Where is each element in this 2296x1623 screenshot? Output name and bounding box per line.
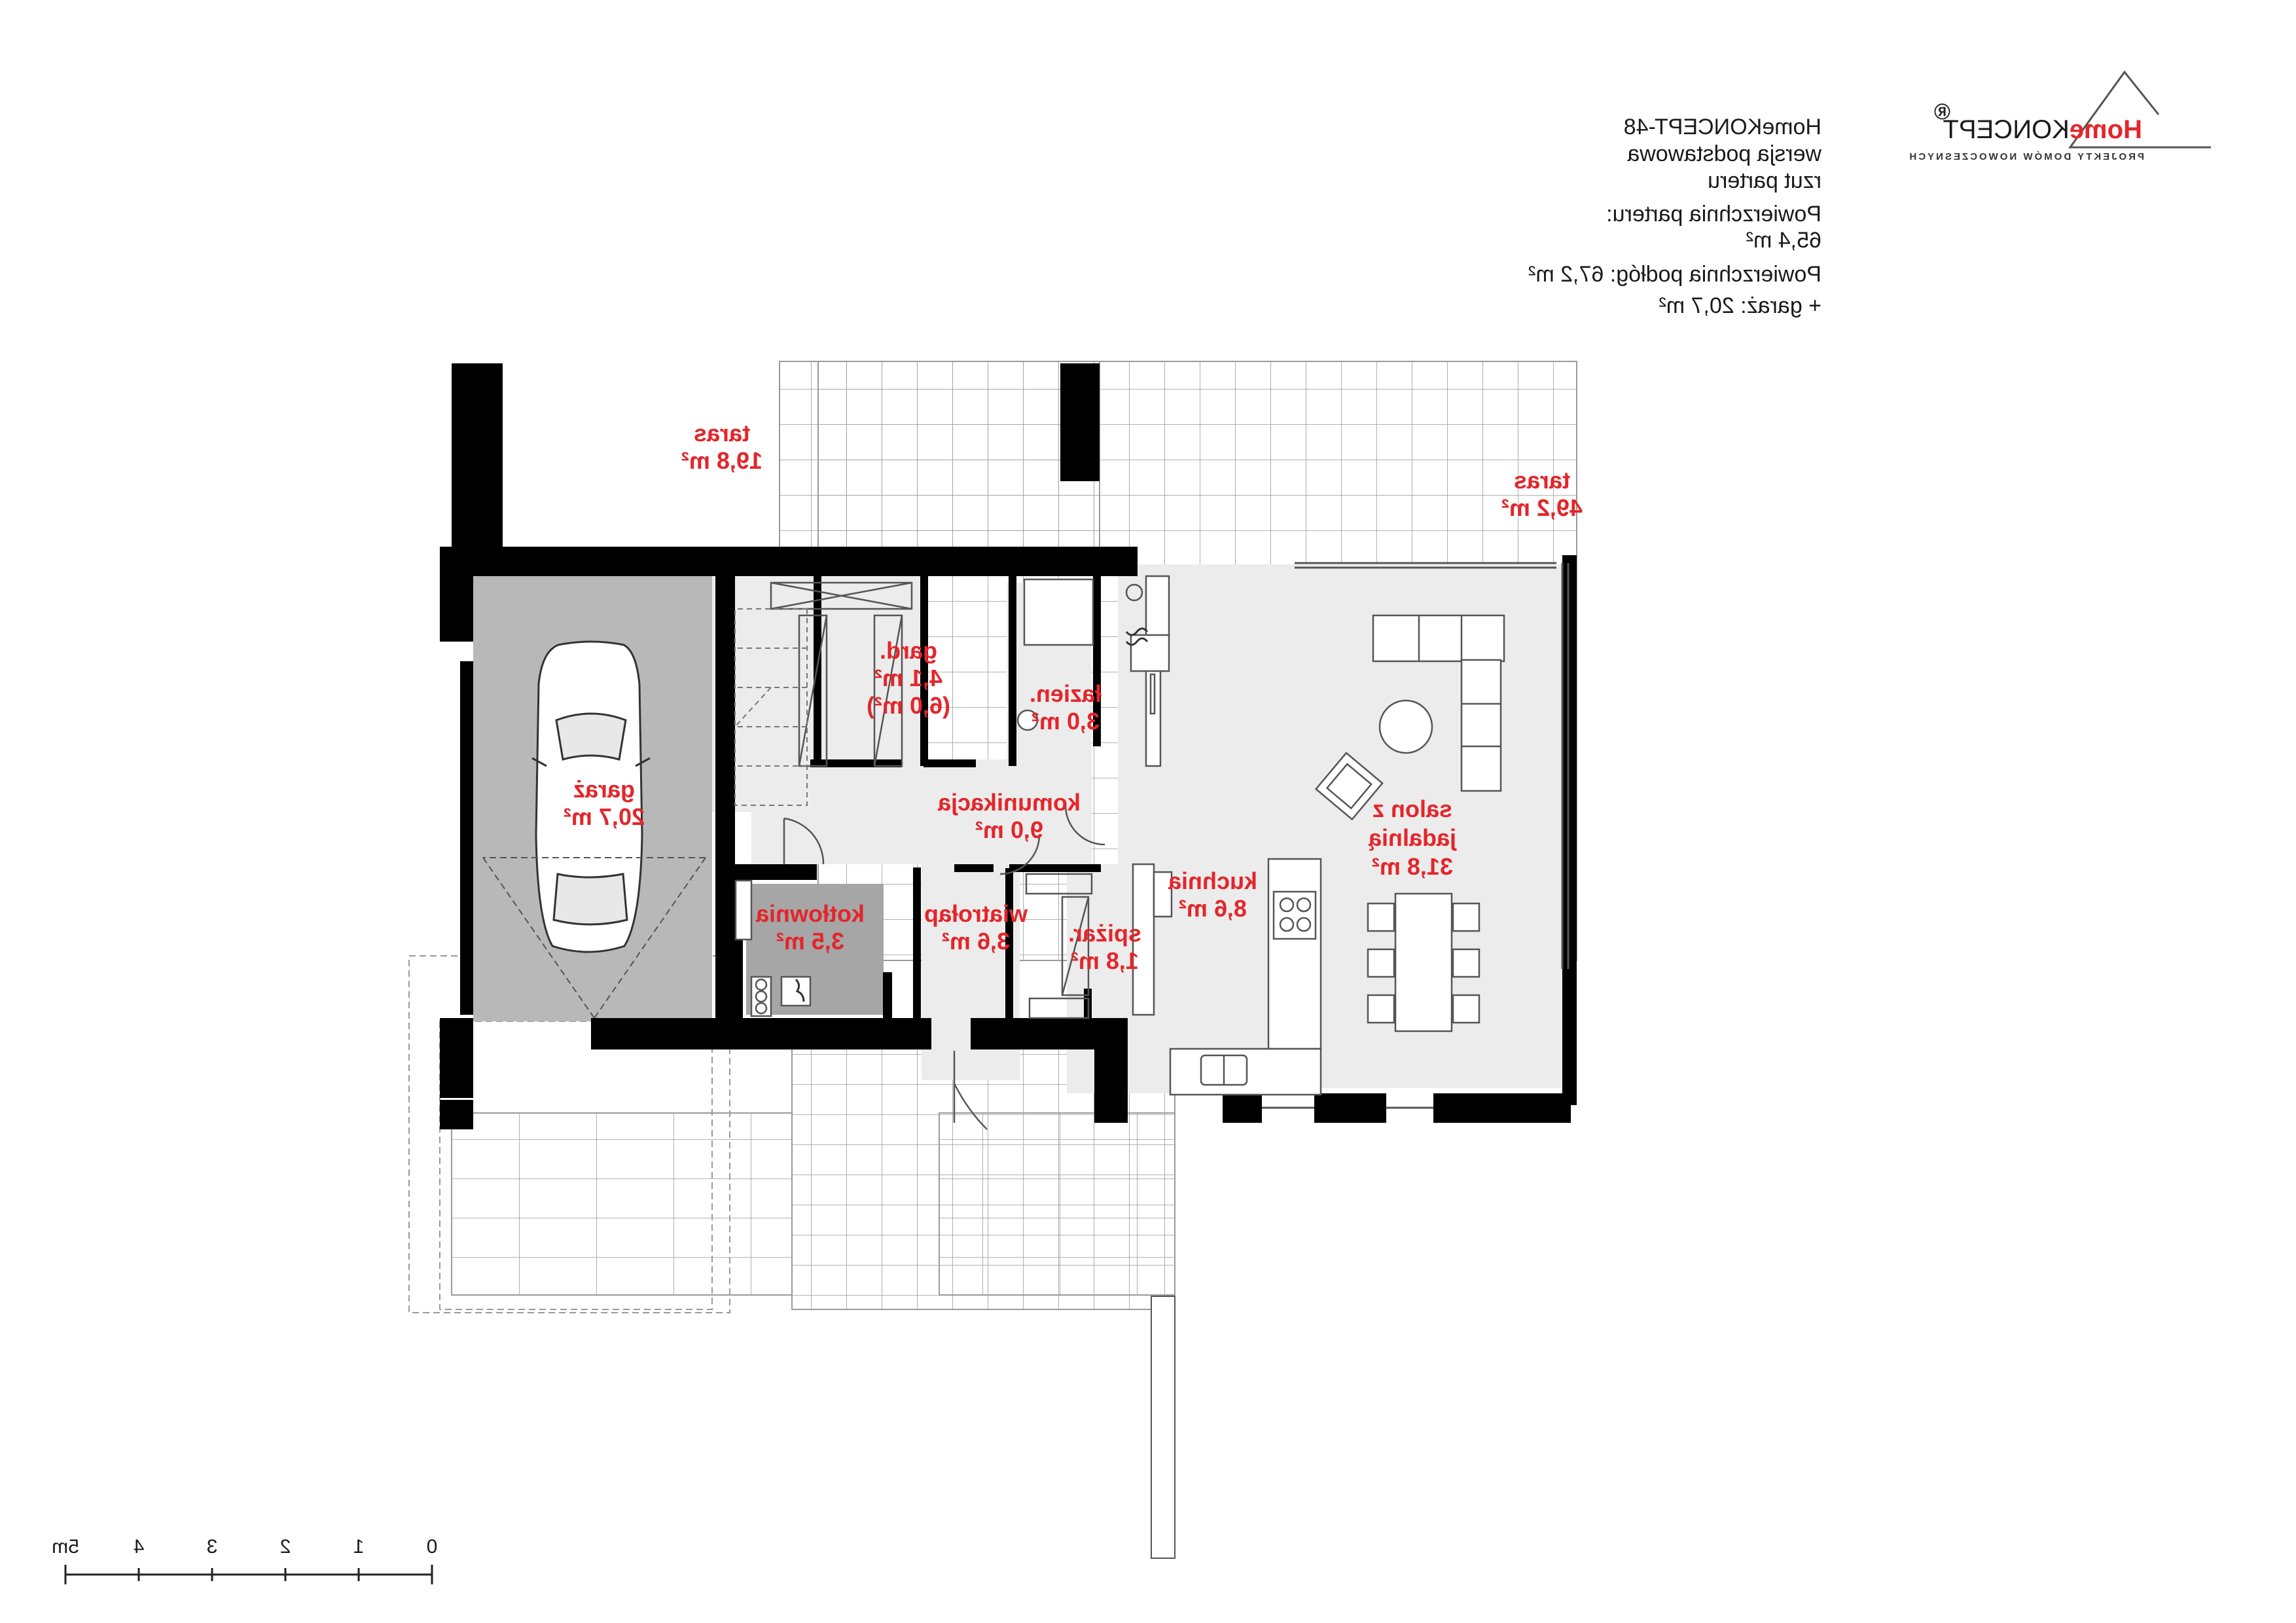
room-label-taras-small-name: taras bbox=[694, 420, 750, 447]
small-terrace bbox=[779, 361, 1100, 549]
logo-tagline: PROJEKTY DOMÓW NOWOCZESNYCH bbox=[1907, 151, 2144, 162]
cooktop-icon bbox=[1272, 890, 1317, 940]
sink-icon bbox=[1200, 1054, 1248, 1086]
room-label-garaz-name: garaż bbox=[573, 776, 635, 803]
room-label-gard-name: gard. bbox=[880, 637, 937, 664]
room-label-kuchnia-area: 8,6 m² bbox=[1179, 895, 1247, 922]
windows bbox=[1262, 562, 1570, 1109]
room-label-salon-area: 31,8 m² bbox=[1372, 853, 1453, 880]
logo-koncept: KONCEPT bbox=[1943, 115, 2070, 144]
pantry-shelves bbox=[1025, 873, 1093, 1019]
scale-tick-3: 3 bbox=[207, 1536, 218, 1558]
project-title: HomeKONCEPT-48 bbox=[1624, 115, 1821, 139]
room-label-taras-small-area: 19,8 m² bbox=[681, 447, 762, 474]
logo-registered: ® bbox=[1934, 100, 1950, 124]
washing-machine-icon bbox=[1125, 583, 1143, 602]
room-label-kuchnia-name: kuchnia bbox=[1168, 867, 1257, 894]
staircase bbox=[734, 608, 808, 806]
scale-bar: 0 1 2 3 4 5m bbox=[52, 1536, 437, 1584]
room-label-komunikacja-area: 9,0 m² bbox=[975, 816, 1043, 843]
room-label-komunikacja-name: komunikacja bbox=[937, 789, 1081, 816]
corner-sofa bbox=[1372, 614, 1505, 792]
scale-tick-0: 0 bbox=[427, 1536, 438, 1558]
logo-home: Home bbox=[2070, 115, 2142, 144]
armchair bbox=[1314, 752, 1384, 821]
roof-logo-icon bbox=[2068, 70, 2211, 149]
boiler-icon bbox=[795, 978, 805, 1002]
room-label-spizarnia-name: spiżar. bbox=[1068, 920, 1141, 947]
room-label-wiatrolap-name: wiatrołap bbox=[924, 900, 1028, 927]
car-icon bbox=[531, 640, 651, 953]
hallway-floor bbox=[751, 759, 1092, 864]
room-label-lazienka-name: łazien. bbox=[1030, 680, 1102, 707]
fence-post bbox=[1151, 1296, 1175, 1559]
company-logo: HomeKONCEPT ® PROJEKTY DOMÓW NOWOCZESNYC… bbox=[1907, 70, 2211, 162]
kitchen-counter bbox=[1132, 858, 1322, 1096]
scale-tick-5m: 5m bbox=[52, 1536, 79, 1558]
room-labels: taras 19,8 m² taras 49,2 m² garaż 20,7 m… bbox=[564, 420, 1583, 974]
room-label-salon-name: salon z bbox=[1372, 795, 1452, 822]
scale-tick-1: 1 bbox=[353, 1536, 365, 1558]
bathroom-fixtures bbox=[1016, 575, 1170, 767]
room-label-taras-large-area: 49,2 m² bbox=[1501, 494, 1583, 521]
room-label-kotlownia-area: 3,5 m² bbox=[776, 928, 844, 955]
room-label-taras-large-name: taras bbox=[1514, 467, 1570, 494]
room-label-salon-name2: jadalnią bbox=[1368, 824, 1457, 851]
room-label-wiatrolap-area: 3,6 m² bbox=[942, 928, 1010, 955]
front-path-left bbox=[939, 1112, 1175, 1296]
wardrobe-shelving bbox=[770, 581, 913, 767]
header-block: HomeKONCEPT-48 wersja podstawowa rzut pa… bbox=[1528, 115, 1822, 318]
garage-area-label: + garaż: 20,7 m² bbox=[1659, 293, 1821, 318]
dining-table bbox=[1367, 892, 1480, 1032]
garage-door-swing bbox=[482, 857, 706, 1019]
doors bbox=[783, 805, 1105, 1130]
drawing-view: rzut parteru bbox=[1708, 168, 1821, 193]
room-label-gard-area-extra: (6,0 m²) bbox=[867, 692, 950, 719]
wave-icon bbox=[1125, 627, 1149, 646]
scale-tick-2: 2 bbox=[280, 1536, 291, 1558]
ground-floor-area-label: Powierzchnia parteru: bbox=[1606, 202, 1821, 227]
svg-text:HomeKONCEPT: HomeKONCEPT bbox=[1943, 115, 2143, 144]
room-label-gard-area: 4,1 m² bbox=[874, 665, 942, 691]
room-label-spizarnia-area: 1,8 m² bbox=[1071, 947, 1139, 974]
project-variant: wersja podstawowa bbox=[1627, 141, 1822, 166]
scale-tick-4: 4 bbox=[134, 1536, 145, 1558]
coffee-table bbox=[1378, 699, 1433, 754]
room-label-garaz-area: 20,7 m² bbox=[564, 803, 645, 830]
room-label-kotlownia-name: kotłownia bbox=[755, 900, 865, 927]
floor-area-label: Powierzchnia podłóg: 67,2 m² bbox=[1528, 262, 1821, 287]
front-path bbox=[451, 1112, 793, 1296]
ground-floor-area-value: 65,4 m² bbox=[1746, 228, 1821, 253]
walls bbox=[440, 363, 1577, 1129]
room-label-lazienka-area: 3,0 m² bbox=[1031, 708, 1100, 735]
boiler-equipment bbox=[734, 879, 812, 1017]
